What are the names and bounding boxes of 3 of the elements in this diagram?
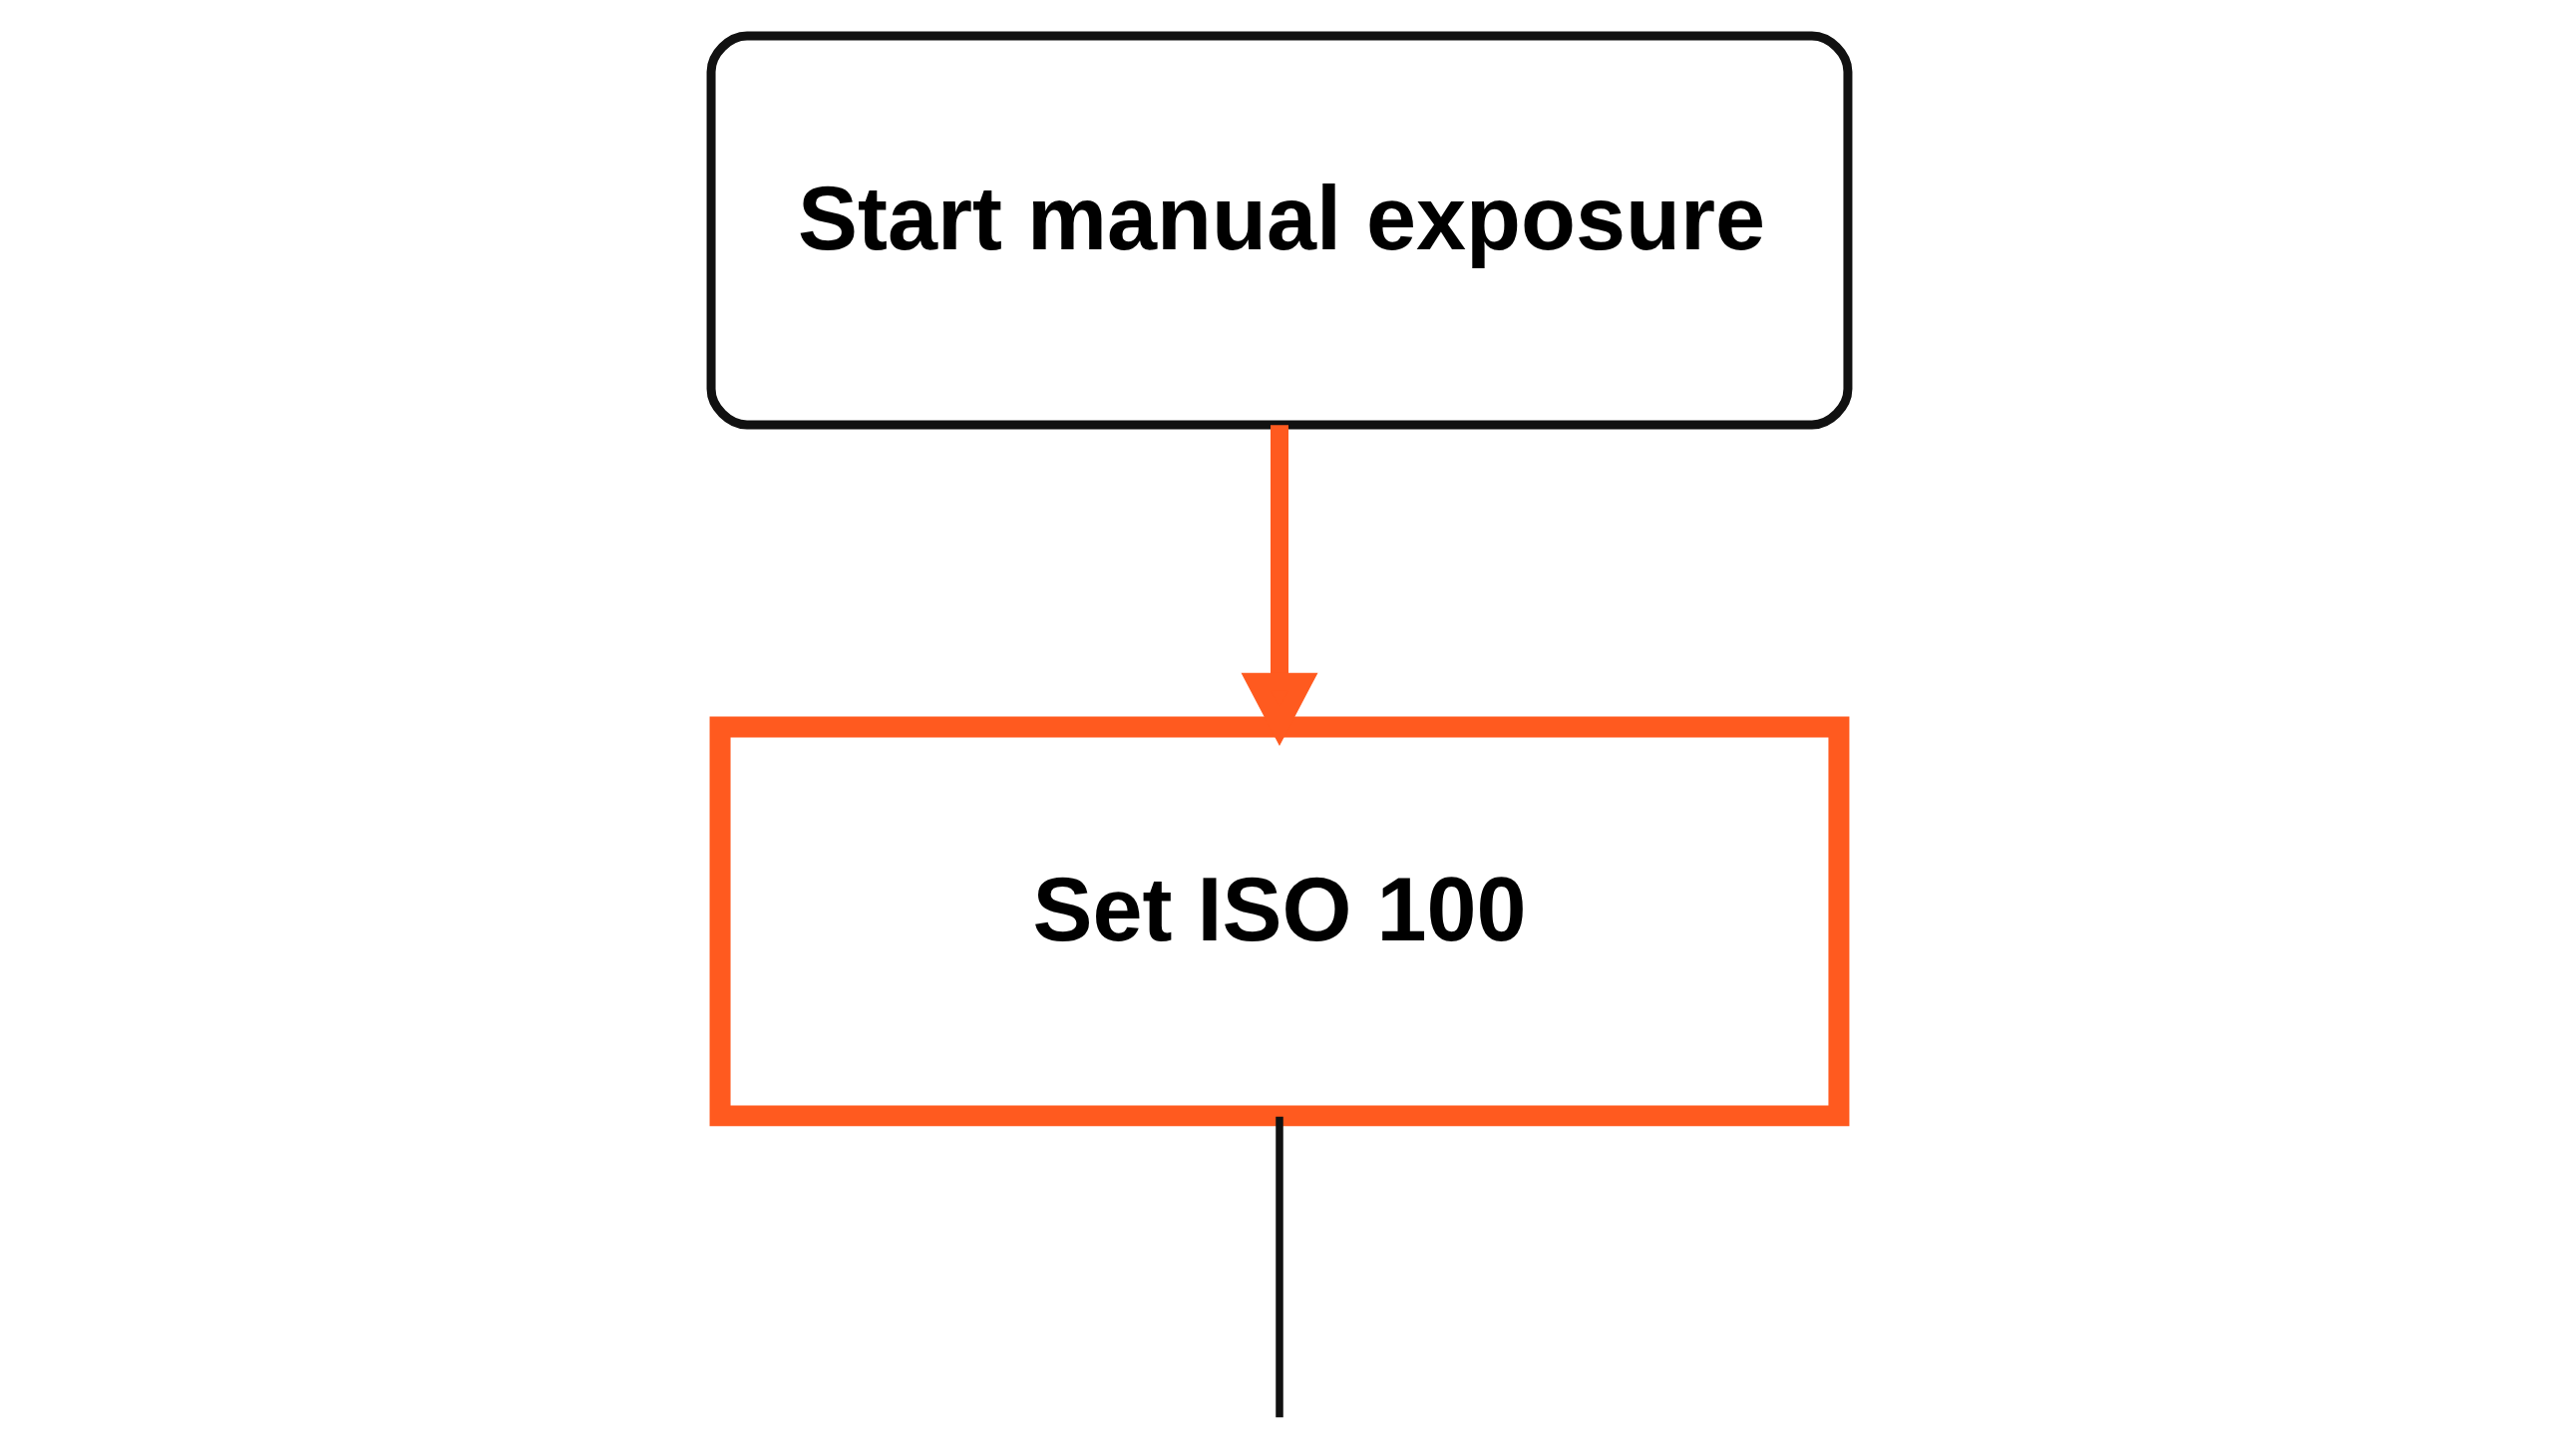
- arrow: [1241, 425, 1318, 747]
- node-box: Start manual exposure: [706, 31, 1853, 430]
- node-box: Set ISO 100: [709, 716, 1850, 1127]
